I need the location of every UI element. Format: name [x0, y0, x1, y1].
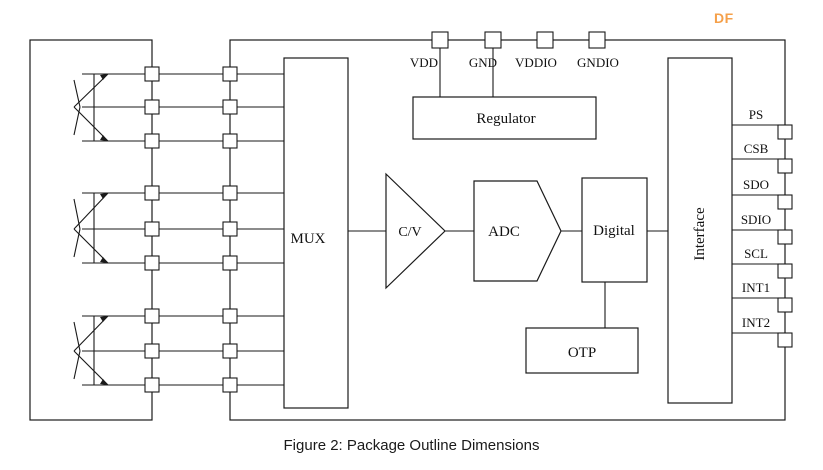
regulator-label: Regulator — [476, 111, 535, 127]
supply-pin-label: GND — [469, 55, 497, 70]
supply-pin-label: VDDIO — [515, 55, 557, 70]
regulator-block — [412, 96, 597, 140]
sensor-bond-pad — [144, 308, 160, 324]
interface-pin-label: INT2 — [742, 315, 770, 330]
asic-bond-pad — [222, 377, 238, 393]
bond-wires — [82, 66, 284, 393]
interface-pin-label: PS — [749, 107, 763, 122]
supply-pin-label: VDD — [410, 55, 438, 70]
sensor-arrow — [73, 228, 109, 264]
sensor-bond-pad — [144, 99, 160, 115]
interface-pin-label: INT1 — [742, 280, 770, 295]
watermark-logo: DF — [714, 10, 734, 26]
interface-pin-label: SDO — [743, 177, 769, 192]
asic-bond-pad — [222, 133, 238, 149]
digital-block — [581, 177, 648, 283]
sensor-bond-pad — [144, 343, 160, 359]
arrowhead-icon — [100, 193, 108, 199]
asic-bond-pad — [222, 99, 238, 115]
sensor-element — [73, 192, 109, 264]
sensor-element — [73, 315, 109, 386]
sensor-bond-pad — [144, 377, 160, 393]
supply-pin-pad — [484, 31, 502, 49]
mux-block — [283, 57, 349, 409]
interface-label: Interface — [692, 207, 708, 261]
interface-pin-pad — [777, 263, 793, 279]
sensor-arrow — [73, 73, 109, 108]
digital-label: Digital — [593, 223, 635, 239]
sensor-bond-pad — [144, 185, 160, 201]
interface-pin-label: CSB — [744, 141, 769, 156]
asic-bond-pad — [222, 255, 238, 271]
supply-pin-label: GNDIO — [577, 55, 619, 70]
arrowhead-icon — [100, 135, 108, 141]
supply-pin-pad — [588, 31, 606, 49]
supply-pins: VDD GND VDDIO GNDIO — [410, 31, 619, 97]
sensor-arrow — [73, 350, 109, 386]
asic-bond-pad — [222, 308, 238, 324]
asic-bond-pad — [222, 221, 238, 237]
otp-label: OTP — [568, 345, 596, 361]
mux-label: MUX — [290, 231, 325, 247]
supply-pin-pad — [431, 31, 449, 49]
interface-block — [667, 57, 733, 404]
sensor-bond-pad — [144, 66, 160, 82]
sensor-arrow — [73, 106, 109, 142]
sensor-bond-pad — [144, 133, 160, 149]
arrowhead-icon — [100, 257, 108, 263]
sensor-arrow — [73, 79, 81, 108]
sensor-bond-pad — [144, 221, 160, 237]
interface-pin-pad — [777, 194, 793, 210]
sensor-arrow — [73, 350, 81, 380]
sensor-arrow — [73, 315, 109, 352]
sensor-bond-pad — [144, 255, 160, 271]
asic-bond-pad — [222, 343, 238, 359]
otp-block — [525, 327, 639, 374]
block-diagram: MUX C/V ADC Digital OTP Interface Regula… — [29, 31, 793, 421]
arrowhead-icon — [100, 379, 108, 385]
arrowhead-icon — [100, 316, 108, 322]
arrowhead-icon — [100, 74, 108, 80]
sensor-arrow — [73, 228, 81, 258]
interface-pin-pad — [777, 158, 793, 174]
interface-pin-pad — [777, 332, 793, 348]
interface-pin-label: SDIO — [741, 212, 771, 227]
cv-label: C/V — [398, 225, 421, 240]
sensor-arrow — [73, 192, 109, 230]
interface-pin-pad — [777, 297, 793, 313]
sensor-elements — [73, 73, 109, 386]
interface-pin-pad — [777, 124, 793, 140]
cv-amplifier — [385, 172, 446, 290]
adc-block — [473, 180, 562, 282]
asic-bond-pad — [222, 185, 238, 201]
interface-pin-label: SCL — [744, 246, 768, 261]
supply-pin-pad — [536, 31, 554, 49]
sensor-arrow — [73, 198, 81, 230]
adc-label: ADC — [488, 224, 520, 240]
interface-pin-pad — [777, 229, 793, 245]
sensor-arrow — [73, 321, 81, 352]
asic-bond-pad — [222, 66, 238, 82]
sensor-arrow — [73, 106, 81, 136]
sensor-frame — [29, 39, 153, 421]
figure-caption: Figure 2: Package Outline Dimensions — [283, 437, 540, 454]
